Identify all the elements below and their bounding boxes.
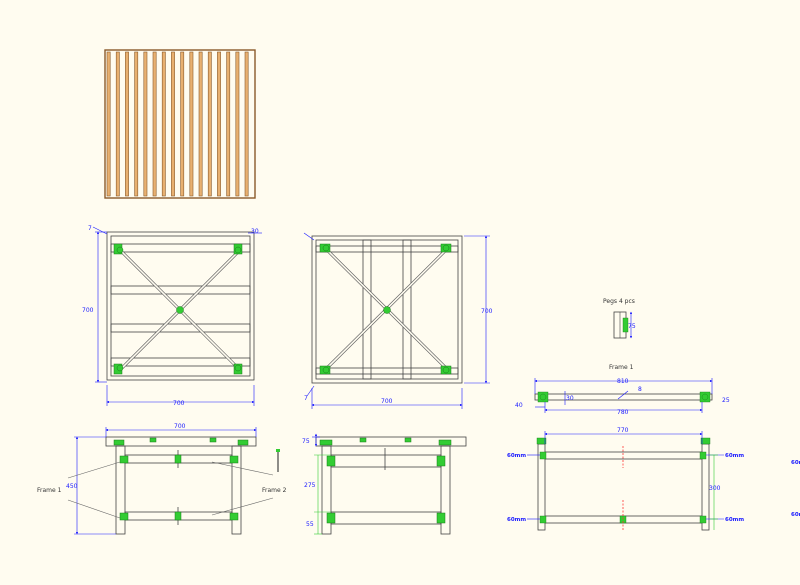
top-view-1-brackets [113,243,243,375]
wood-slat [115,51,120,197]
front-view-1-width-dim: 700 [174,423,186,430]
wood-slat [180,51,185,197]
frame-2-green-dims [710,454,718,530]
frame-1-title: Frame 1 [609,364,634,371]
side-view-middle-dim: 275 [304,482,316,489]
top-view-1-width-dim: 700 [173,400,185,407]
wood-slat [235,51,240,197]
frame-2-label-top-left: 60mm [507,453,526,459]
top-view-1-tab-dim: 30 [251,228,259,235]
wood-slat [189,51,194,197]
top-view-2-height-dim: 700 [481,308,493,315]
top-view-2-corner-dim: 7 [304,395,308,402]
frame-1-inner-dim: 780 [617,409,629,416]
frame-1-view [534,390,713,403]
peg-detail-dim: 75 [628,323,636,330]
frame-1-left-small-dim: 30 [566,395,574,402]
frame-2-label-bottom-left: 60mm [507,517,526,523]
wood-slat [143,51,148,197]
top-view-1-height-dim: 700 [82,307,94,314]
frame-1-dims [534,378,713,413]
side-view-brackets [319,437,452,524]
top-view-1-dims [92,226,262,406]
wood-slat [134,51,139,197]
wood-slat [106,51,111,197]
side-view-dims [312,433,320,447]
top-view-2-width-dim: 700 [381,398,393,405]
wood-slat [152,51,157,197]
wood-slat [207,51,212,197]
side-view-top-dim: 75 [302,438,310,445]
frame-1-left-dim: 40 [515,402,523,409]
front-view-1-leaders [67,461,274,519]
top-view-2-brackets [319,243,452,375]
frame-2-label-edge-2: 60m [791,512,800,518]
wood-slat [226,51,231,197]
frame-2-label-top-right: 60mm [725,453,744,459]
front-view-1-brackets [113,437,249,521]
wood-slat [161,51,166,197]
slat-panel-view [104,49,256,199]
front-view-1-dims [74,427,257,535]
wood-slat [217,51,221,197]
wood-slat [125,51,129,197]
frame-1-offset-dim: 8 [638,386,642,393]
frame-1-overall-dim: 810 [617,378,629,385]
wood-slat [198,51,203,197]
side-view-bottom-dim: 55 [306,521,314,528]
front-view-1-screw [276,449,280,472]
frame-2-brackets [536,437,711,524]
frame-2-width-dim: 770 [617,427,629,434]
front-view-1-height-dim: 450 [66,483,78,490]
side-view-green-dims [314,454,331,535]
top-view-1 [106,231,255,381]
frame-1-callout: Frame 1 [37,487,62,494]
peg-detail [613,311,633,339]
top-view-1-corner-dim: 7 [88,225,92,232]
wood-slat [244,51,249,197]
slat-group [106,51,249,197]
frame-2-label-bottom-right: 60mm [725,517,744,523]
top-view-2-dims [303,232,490,409]
wood-slat [171,51,175,197]
frame-2-callout: Frame 2 [262,487,287,494]
frame-2-label-edge-1: 60m [791,460,800,466]
peg-detail-title: Pegs 4 pcs [603,298,635,305]
frame-2-height-dim: 300 [709,485,721,492]
frame-2-dims [527,431,724,520]
frame-1-right-dim: 25 [722,397,730,404]
